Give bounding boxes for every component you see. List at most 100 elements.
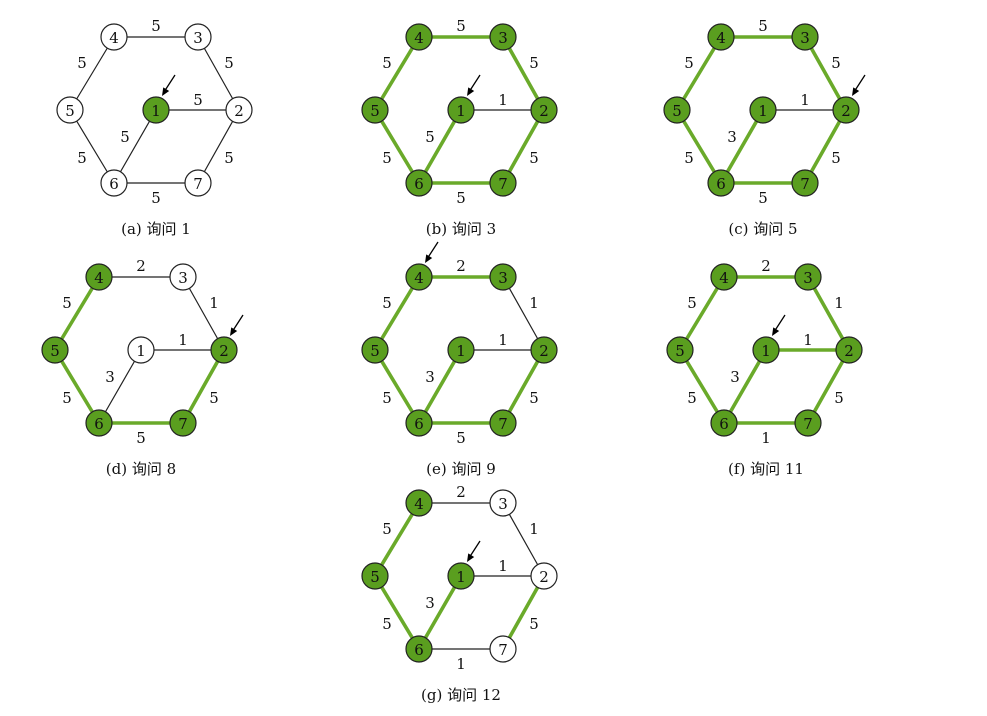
edge-weight-5-6: 5 [77,149,87,167]
node-label-3: 3 [193,29,203,47]
edge-weight-4-5: 5 [684,54,694,72]
edge-2-7 [181,348,226,425]
node-5 [41,336,69,364]
edge-weight-2-7: 5 [224,149,234,167]
node-label-1: 1 [151,102,161,120]
edge-3-2 [803,35,848,112]
edge-weight-4-5: 5 [382,294,392,312]
edge-weight-6-7: 5 [758,189,768,207]
edge-weight-6-1: 3 [425,368,435,386]
edge-4-5 [678,275,726,352]
node-label-5: 5 [370,102,380,120]
node-label-7: 7 [178,415,188,433]
pointer-arrow-icon [772,314,786,336]
edge-weight-5-6: 5 [382,149,392,167]
edge-weight-1-2: 1 [498,91,508,109]
node-6 [405,409,433,437]
node-6 [100,169,128,197]
edge-weight-3-2: 5 [224,54,234,72]
edge-weight-3-2: 1 [529,294,539,312]
node-label-7: 7 [498,175,508,193]
edge-weight-2-7: 5 [529,615,539,633]
node-label-6: 6 [719,415,729,433]
node-label-4: 4 [414,495,424,513]
node-label-5: 5 [370,568,380,586]
edge-5-6 [373,574,421,651]
node-label-2: 2 [539,102,549,120]
edge-weight-4-3: 5 [758,17,768,35]
node-6 [85,409,113,437]
node-2 [530,96,558,124]
edge-3-2 [182,276,225,351]
node-7 [489,169,517,197]
node-2 [210,336,238,364]
edge-weight-6-1: 3 [425,594,435,612]
node-label-2: 2 [219,342,229,360]
pointer-arrow-icon [467,74,481,96]
edge-4-5 [69,36,115,111]
edge-weight-6-1: 5 [120,128,130,146]
edge-weight-6-7: 1 [456,655,466,673]
edge-weight-4-3: 2 [761,257,771,275]
node-3 [791,23,819,51]
node-label-5: 5 [65,102,75,120]
node-label-6: 6 [414,641,424,659]
node-label-5: 5 [672,102,682,120]
edge-weight-4-5: 5 [382,54,392,72]
edge-weight-6-7: 1 [761,429,771,447]
node-label-1: 1 [761,342,771,360]
node-5 [361,336,389,364]
edge-4-5 [373,275,421,352]
edge-weight-6-7: 5 [456,429,466,447]
edge-5-6 [53,348,101,425]
edge-weight-6-7: 5 [456,189,466,207]
panel-caption: (e) 询问 9 [426,460,496,478]
node-4 [85,263,113,291]
node-1 [447,96,475,124]
node-label-7: 7 [498,415,508,433]
node-label-3: 3 [498,269,508,287]
edge-weight-4-5: 5 [382,520,392,538]
edge-5-6 [69,109,115,184]
edge-weight-1-2: 5 [193,91,203,109]
pointer-arrow-icon [425,241,439,263]
edge-6-1 [98,349,142,424]
node-5 [56,96,84,124]
edge-weight-4-5: 5 [687,294,697,312]
node-6 [405,635,433,663]
node-7 [794,409,822,437]
edge-weight-4-3: 5 [151,17,161,35]
edge-6-1 [417,348,463,425]
edge-weight-1-2: 1 [178,331,188,349]
edge-6-1 [417,574,463,651]
edge-weight-6-1: 5 [425,128,435,146]
node-label-1: 1 [758,102,768,120]
edge-6-1 [113,109,157,184]
node-3 [184,23,212,51]
node-label-7: 7 [498,641,508,659]
node-3 [169,263,197,291]
edge-6-1 [719,108,765,185]
node-label-1: 1 [456,568,466,586]
node-label-3: 3 [178,269,188,287]
node-label-5: 5 [675,342,685,360]
node-4 [710,263,738,291]
edge-3-2 [502,502,545,577]
edge-weight-6-7: 5 [151,189,161,207]
node-label-7: 7 [193,175,203,193]
node-label-4: 4 [94,269,104,287]
panel-caption: (g) 询问 12 [421,686,501,704]
node-5 [663,96,691,124]
edge-weight-5-6: 5 [382,389,392,407]
node-6 [710,409,738,437]
edge-2-7 [803,108,848,185]
edge-weight-4-3: 5 [456,17,466,35]
edge-5-6 [678,348,726,425]
pointer-arrow-icon [162,74,176,96]
